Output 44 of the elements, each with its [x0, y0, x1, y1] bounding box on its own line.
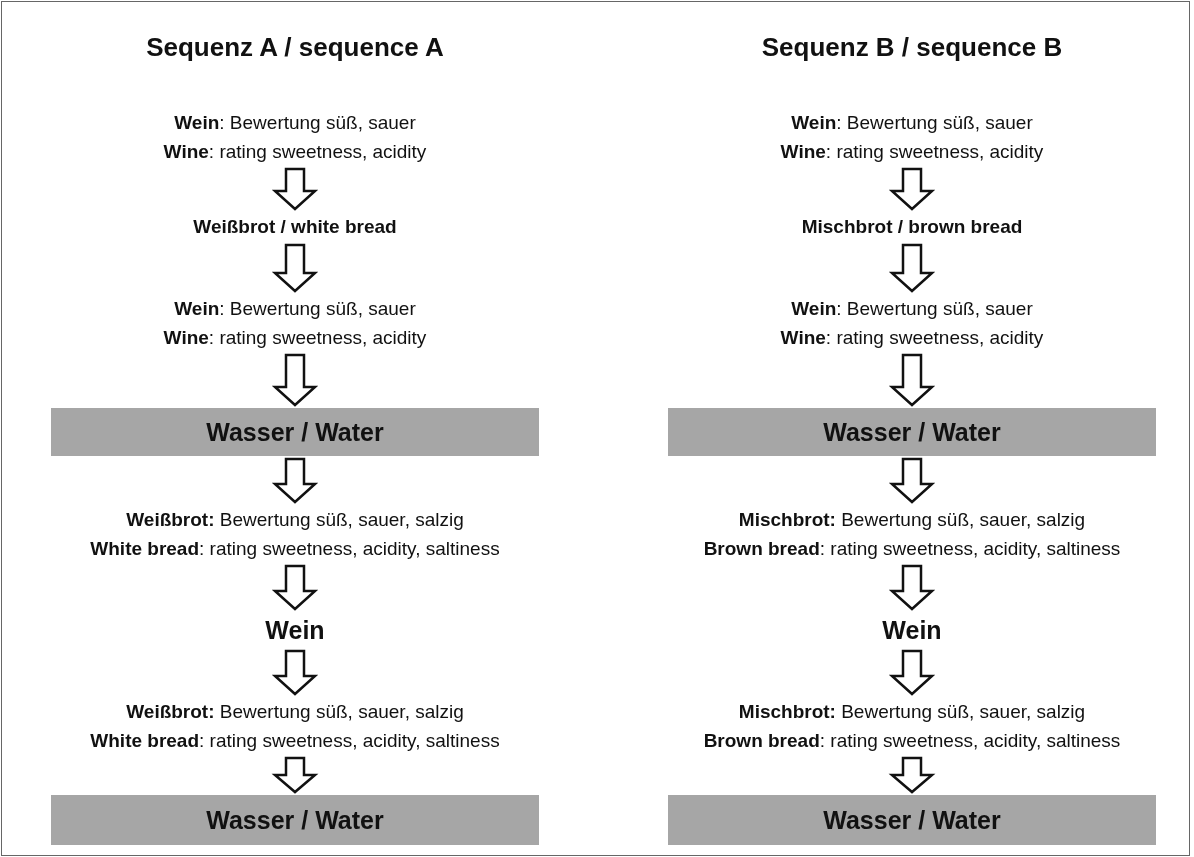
rating-step-text: White bread: rating sweetness, acidity, saltiness [90, 729, 500, 753]
rating-step-text: Wein: Bewertung süß, sauer [174, 111, 416, 135]
block-arrow [888, 649, 936, 696]
water-band [51, 795, 539, 845]
band-label: Wasser / Water [823, 417, 1001, 447]
block-arrow [888, 457, 936, 504]
sequence-heading: Sequenz B / sequence B [760, 32, 1064, 63]
rating-step-text: Wine: rating sweetness, acidity [780, 326, 1044, 350]
rating-step-text: Wine: rating sweetness, acidity [163, 326, 427, 350]
block-arrow [888, 756, 936, 794]
block-arrow [888, 353, 936, 407]
block-arrow [271, 564, 319, 611]
rating-step-text: Weißbrot: Bewertung süß, sauer, salzig [126, 508, 464, 532]
block-arrow [888, 167, 936, 211]
block-arrow [271, 649, 319, 696]
rating-step-text: Mischbrot: Bewertung süß, sauer, salzig [738, 508, 1086, 532]
bread-step-text: Mischbrot / brown bread [801, 216, 1023, 238]
rating-step-text: White bread: rating sweetness, acidity, saltiness [90, 537, 500, 561]
water-band [51, 408, 539, 456]
rating-step-text: Wine: rating sweetness, acidity [780, 140, 1044, 164]
rating-step-text: Wein: Bewertung süß, sauer [791, 111, 1033, 135]
wine-step-text: Wein [882, 615, 942, 645]
rating-step-text: Brown bread: rating sweetness, acidity, saltiness [703, 537, 1121, 561]
rating-step-text: Weißbrot: Bewertung süß, sauer, salzig [126, 700, 464, 724]
block-arrow [271, 353, 319, 407]
band-label: Wasser / Water [823, 805, 1001, 835]
band-label: Wasser / Water [206, 417, 384, 447]
sequence-heading: Sequenz A / sequence A [145, 32, 445, 63]
block-arrow [271, 756, 319, 794]
band-label: Wasser / Water [206, 805, 384, 835]
water-band [668, 408, 1156, 456]
water-band [668, 795, 1156, 845]
block-arrow [271, 167, 319, 211]
rating-step-text: Mischbrot: Bewertung süß, sauer, salzig [738, 700, 1086, 724]
rating-step-text: Brown bread: rating sweetness, acidity, saltiness [703, 729, 1121, 753]
block-arrow [888, 564, 936, 611]
wine-step-text: Wein [265, 615, 325, 645]
block-arrow [271, 457, 319, 504]
rating-step-text: Wine: rating sweetness, acidity [163, 140, 427, 164]
block-arrow [271, 243, 319, 293]
rating-step-text: Wein: Bewertung süß, sauer [174, 297, 416, 321]
bread-step-text: Weißbrot / white bread [193, 216, 397, 238]
rating-step-text: Wein: Bewertung süß, sauer [791, 297, 1033, 321]
block-arrow [888, 243, 936, 293]
